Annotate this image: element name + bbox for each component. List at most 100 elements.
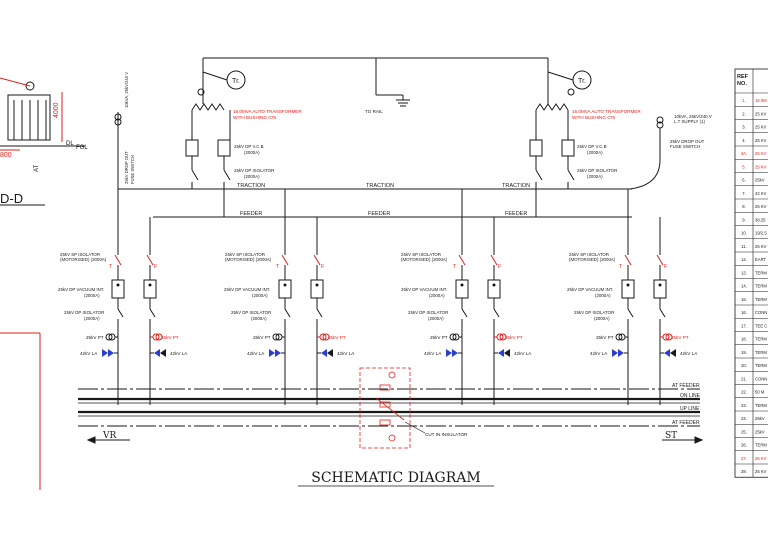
ref-table-row-desc: 25 KV bbox=[755, 204, 767, 209]
ref-table-row-no: 23. bbox=[741, 403, 747, 408]
at-label: AT bbox=[34, 164, 40, 172]
isolator-blade-icon bbox=[191, 169, 199, 181]
ref-table-row-no: 1. bbox=[742, 98, 746, 103]
line-label-up-line: UP LINE bbox=[680, 406, 700, 412]
to-rail-label: TO RAIL bbox=[365, 109, 383, 114]
ref-table-row-desc: EART bbox=[755, 257, 767, 262]
ref-table-row-no: 15. bbox=[741, 297, 747, 302]
ref-table-row-desc: TERM bbox=[755, 403, 767, 408]
dl-label: DL bbox=[66, 141, 74, 147]
fgl-label: FGL bbox=[76, 145, 88, 151]
cross-link bbox=[375, 397, 405, 421]
dp-isolator-label-1: 25kV DP ISOLATOR bbox=[64, 310, 104, 315]
feeder-bay-1 bbox=[101, 216, 167, 406]
ref-table-row-no: 11. bbox=[741, 244, 747, 249]
f-label: F bbox=[154, 264, 157, 270]
sp-isolator-label-1: 25kV SP ISOLATOR bbox=[569, 252, 609, 257]
ref-table-row-no: 27. bbox=[741, 456, 747, 461]
ref-table-row-desc: 25kV bbox=[755, 429, 765, 434]
ref-table-row-no: 8. bbox=[742, 204, 746, 209]
pt-label: 25kV PT bbox=[328, 335, 346, 340]
top-section bbox=[114, 57, 664, 217]
left-arrow-icon bbox=[86, 436, 96, 444]
isolator-pivot-icon bbox=[388, 434, 396, 442]
t-label: T bbox=[109, 264, 112, 270]
ref-table-row-no: 10. bbox=[741, 231, 747, 236]
bushing-lead bbox=[0, 77, 31, 87]
ref-table-row-no: 18. bbox=[741, 337, 747, 342]
la-label: 42kV LA bbox=[80, 351, 98, 356]
ref-table-row-no: 12. bbox=[741, 257, 747, 262]
aux-supply-label-1: 10kVA, 25kV/240 V bbox=[674, 114, 712, 119]
vacuum-int-label-1: 25kV DP VACUUM INT. bbox=[401, 287, 447, 292]
left-tx-label-2: WITH BUSHING CTs bbox=[233, 115, 277, 120]
dp-isolator-label-2: (2000A) bbox=[84, 316, 100, 321]
right-tx-label-1: 16.0MVA AUTO TRANSFORMER bbox=[572, 109, 641, 114]
ref-table-row-desc: 50 M bbox=[755, 390, 765, 395]
feeder-label: FEEDER bbox=[240, 211, 262, 217]
traction-label: TRACTION bbox=[237, 183, 265, 189]
left-vcb-label-2: (2000A) bbox=[244, 150, 260, 155]
t-label: T bbox=[276, 264, 279, 270]
right-isolator-label-1: 25kV DP ISOLATOR bbox=[577, 168, 617, 173]
feeder-bay-4 bbox=[611, 216, 677, 406]
ref-table-border bbox=[734, 68, 768, 478]
ct-icon bbox=[197, 88, 205, 96]
dropout-fuse-label-2: FUSE SWITCH bbox=[670, 144, 700, 149]
la-label: 42kV LA bbox=[680, 351, 698, 356]
sp-isolator-label-2: (MOTORISED) (2000A) bbox=[401, 257, 448, 262]
vacuum-int-label-1: 25kV DP VACUUM INT. bbox=[58, 287, 104, 292]
ref-table-row-desc: TERM bbox=[755, 443, 767, 448]
ref-table-row-no: 24. bbox=[741, 416, 747, 421]
ref-table-row-no: 5. bbox=[742, 164, 746, 169]
feeder-bay-2 bbox=[268, 216, 334, 406]
traction-label: TRACTION bbox=[366, 183, 394, 189]
ref-table-row-desc: 25 KV bbox=[755, 456, 767, 461]
bus-bars bbox=[118, 188, 632, 218]
sp-isolator-label-1: 25kV SP ISOLATOR bbox=[225, 252, 265, 257]
width-dim: 800 bbox=[0, 152, 12, 159]
right-vcb-pole bbox=[561, 139, 575, 157]
line-label-at-feeder-top: AT FEEDER bbox=[672, 383, 700, 389]
vacuum-int-label-2: (2000A) bbox=[595, 293, 611, 298]
ref-table-row-desc: 25 KV bbox=[755, 111, 767, 116]
right-tr-symbol: Tr. bbox=[578, 78, 586, 85]
vacuum-int-label-2: (2000A) bbox=[429, 293, 445, 298]
ref-table-row-no: 4A. bbox=[741, 151, 747, 156]
ref-table-row-desc: TERM bbox=[755, 297, 767, 302]
la-label: 42kV LA bbox=[424, 351, 442, 356]
ref-table-row-desc: TERM bbox=[755, 350, 767, 355]
left-vcb-label-1: 25kV DP V.C.B bbox=[234, 144, 264, 149]
ref-table-row-no: 4. bbox=[742, 138, 746, 143]
la-label: 42kV LA bbox=[247, 351, 265, 356]
ref-table-header: REF bbox=[737, 74, 749, 80]
isolator-blade-icon bbox=[535, 169, 543, 181]
ref-table-row-desc: 19/2.5 bbox=[755, 231, 767, 236]
ref-table-row-no: 17. bbox=[741, 323, 747, 328]
ref-table-row-no: 25. bbox=[741, 429, 747, 434]
ref-table-row-desc: 25 KV bbox=[755, 138, 767, 143]
bushing-gauge-icon bbox=[25, 81, 35, 91]
ref-table-row-desc: CONN bbox=[755, 376, 767, 381]
insulator-icon bbox=[379, 401, 391, 408]
tx-lead bbox=[202, 71, 228, 81]
sp-isolator-label-2: (MOTORISED) (2000A) bbox=[569, 257, 616, 262]
ref-table-row-desc: 25 KV bbox=[755, 469, 767, 474]
vacuum-int-label-1: 25kV DP VACUUM INT. bbox=[567, 287, 613, 292]
pt-label: 25kV PT bbox=[86, 335, 104, 340]
cut-in-leader bbox=[404, 421, 426, 434]
left-vcb-pole bbox=[185, 139, 199, 157]
ref-table-row-no: 7. bbox=[742, 191, 746, 196]
vacuum-int-label-1: 25kV DP VACUUM INT. bbox=[224, 287, 270, 292]
ref-table-row-no: 13. bbox=[741, 270, 747, 275]
ref-table-row-no: 16. bbox=[741, 310, 747, 315]
pt-label: 25kV PT bbox=[596, 335, 614, 340]
dp-isolator-label-2: (2000A) bbox=[428, 316, 444, 321]
sp-isolator-label-1: 25kV SP ISOLATOR bbox=[60, 252, 100, 257]
ref-table-row-desc: 25 KV bbox=[755, 164, 767, 169]
right-tx-label-2: WITH BUSHING CTs bbox=[572, 115, 616, 120]
left-vcb-pole bbox=[217, 139, 231, 157]
feeder-bay-3 bbox=[445, 216, 511, 406]
ref-table-row-no: 28. bbox=[741, 469, 747, 474]
